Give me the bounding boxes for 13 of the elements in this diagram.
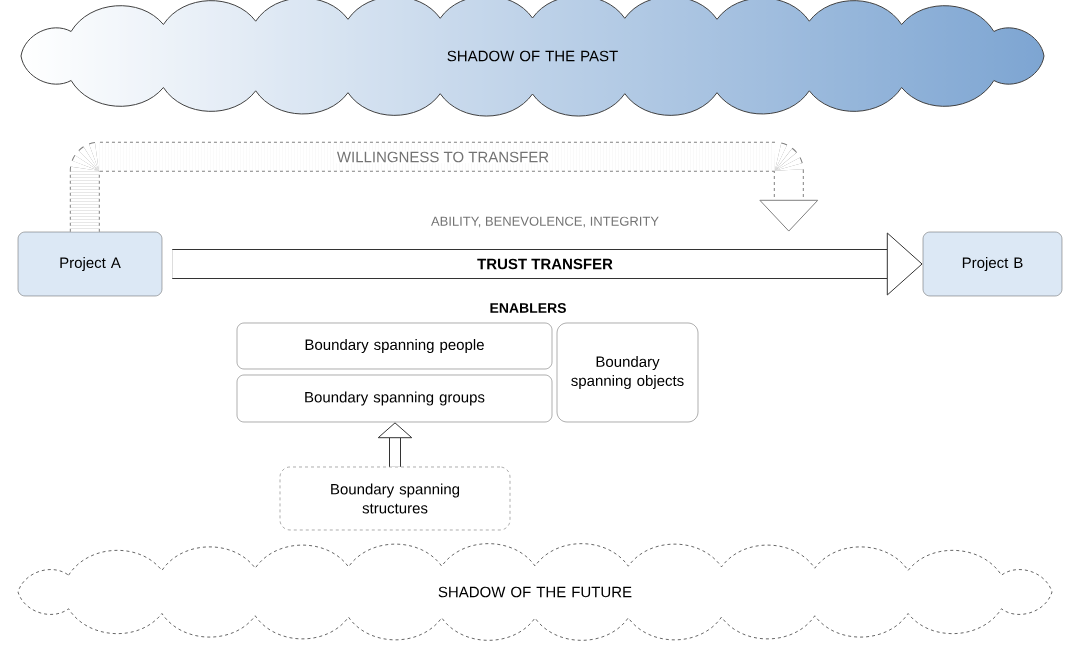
enabler-box: Boundary spanning objects — [556, 322, 699, 423]
structure-box: Boundary spanning structures — [279, 466, 511, 531]
edge-label: TRUST TRANSFER — [477, 258, 613, 270]
group-heading: ENABLERS — [490, 303, 566, 313]
block-arrow — [69, 141, 819, 232]
block-arrow — [377, 422, 413, 467]
enabler-box: Boundary spanning people — [236, 322, 553, 370]
enabler-box: Boundary spanning groups — [236, 374, 553, 423]
edge-label: WILLINGNESS TO TRANSFER — [336, 151, 549, 163]
annotation-text: ABILITY, BENEVOLENCE, INTEGRITY — [431, 216, 659, 228]
project-box: Project A — [17, 231, 163, 297]
project-box: Project B — [922, 231, 1063, 297]
block-arrow — [172, 232, 923, 296]
